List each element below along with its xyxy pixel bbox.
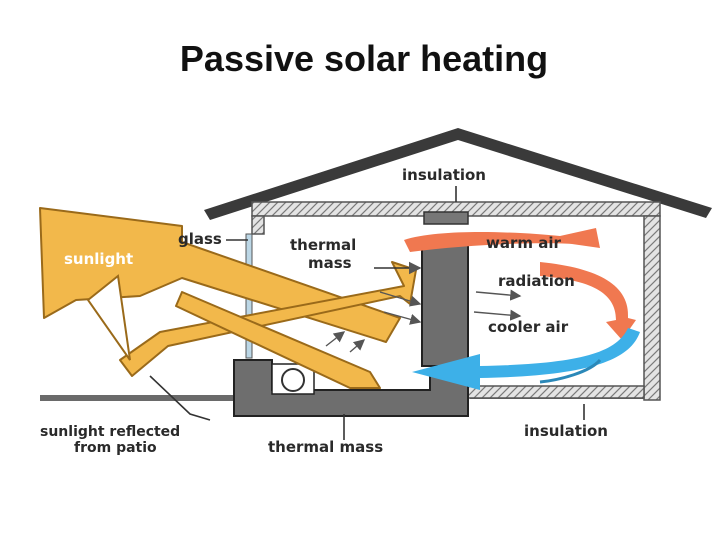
thermal-mass-wall-label-line1: thermal	[290, 236, 356, 254]
right-wall-insulation	[643, 215, 661, 401]
thermal-mass-wall-label-line2: mass	[308, 254, 352, 272]
sunlight-label: sunlight	[64, 250, 133, 268]
radiation-arrows	[325, 289, 522, 353]
sunlight-reflected-label-line1: sunlight reflected	[40, 424, 180, 440]
insulation-top-label: insulation	[402, 166, 486, 184]
radiation-label: radiation	[498, 272, 575, 290]
cooler-air-arrow	[412, 328, 640, 390]
glass-label: glass	[178, 230, 222, 248]
page-title: Passive solar heating	[179, 38, 549, 79]
warm-air-label: warm air	[486, 234, 561, 252]
thermal-mass-floor-label: thermal mass	[268, 438, 383, 456]
sunlight-reflected-label-line2: from patio	[74, 440, 157, 456]
warm-air-arrow	[404, 228, 600, 252]
lower-beam	[175, 291, 381, 389]
sunlight-beams	[39, 207, 417, 389]
insulation-bottom-label: insulation	[524, 422, 608, 440]
cooler-air-label: cooler air	[488, 318, 569, 336]
reflected-sunlight-beam	[119, 261, 417, 377]
thermal-mass-wall	[421, 239, 469, 367]
